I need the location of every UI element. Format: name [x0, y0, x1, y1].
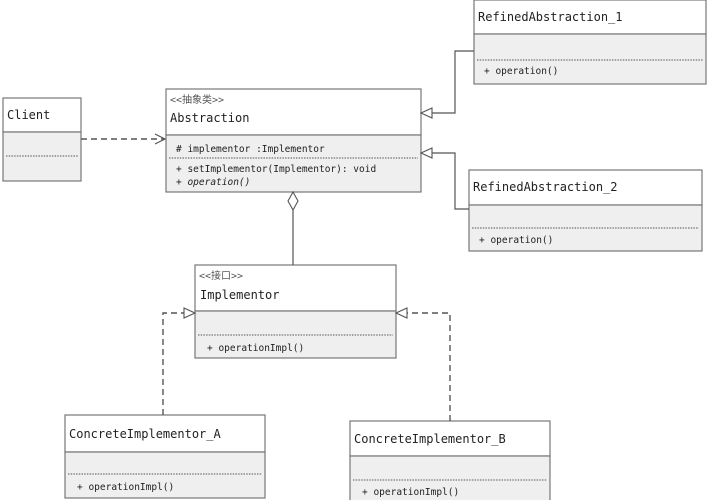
- method: + operationImpl(): [77, 482, 174, 493]
- class-implementor[interactable]: <<接口>> Implementor + operationImpl(): [194, 264, 397, 359]
- class-refined-abstraction-2[interactable]: RefinedAbstraction_2 + operation(): [468, 169, 703, 252]
- class-concrete-implementor-b[interactable]: ConcreteImplementor_B + operationImpl(): [349, 420, 551, 500]
- class-name: ConcreteImplementor_A: [69, 427, 221, 441]
- class-client[interactable]: Client: [2, 97, 82, 182]
- method: + operationImpl(): [207, 343, 304, 354]
- realization-concrete-b: [394, 307, 451, 421]
- method: + operation(): [479, 235, 553, 246]
- realization-concrete-a: [162, 307, 197, 415]
- stereotype: <<抽象类>>: [170, 93, 224, 106]
- class-name: Implementor: [200, 288, 279, 302]
- generalization-refined1: [419, 50, 474, 119]
- class-name: RefinedAbstraction_1: [478, 10, 623, 24]
- method: + setImplementor(Implementor): void: [176, 164, 376, 175]
- class-refined-abstraction-1[interactable]: RefinedAbstraction_1 + operation(): [473, 0, 707, 85]
- stereotype: <<接口>>: [199, 269, 243, 282]
- aggregation-abstraction-implementor: [287, 190, 299, 265]
- class-name: ConcreteImplementor_B: [354, 432, 506, 446]
- method: + operation(): [176, 177, 250, 188]
- class-name: Client: [7, 108, 50, 122]
- class-name: Abstraction: [170, 111, 249, 125]
- method: + operation(): [484, 66, 558, 77]
- class-concrete-implementor-a[interactable]: ConcreteImplementor_A + operationImpl(): [64, 414, 266, 499]
- method: + operationImpl(): [362, 487, 459, 498]
- class-abstraction[interactable]: <<抽象类>> Abstraction # implementor :Imple…: [165, 88, 422, 193]
- attribute: # implementor :Implementor: [176, 144, 325, 155]
- generalization-refined2: [419, 147, 469, 210]
- class-name: RefinedAbstraction_2: [473, 180, 618, 194]
- dependency-client-abstraction: [81, 133, 167, 145]
